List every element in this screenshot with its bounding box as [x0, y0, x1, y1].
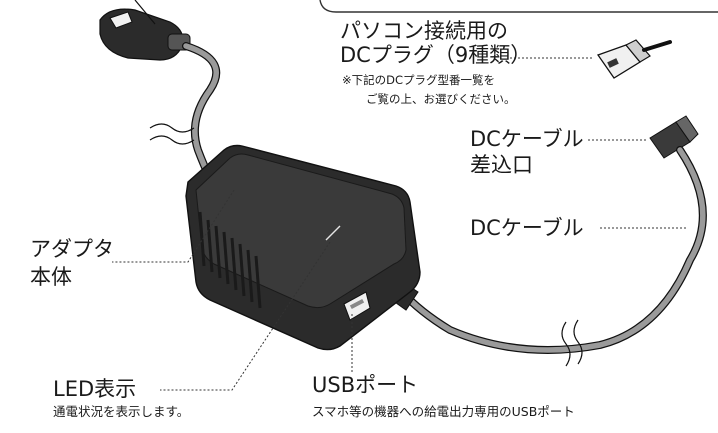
plug-note-line2: ご覧の上、お選びください。 — [366, 92, 516, 106]
led-indicator — [325, 225, 341, 241]
adapter-body — [185, 144, 421, 351]
dc-cable-label: DCケーブル — [470, 216, 584, 240]
cable-break-upper — [149, 123, 195, 145]
led-title: LED表示 — [53, 377, 137, 401]
led-description: 通電状況を表示します。 — [53, 404, 190, 419]
plug-note-line1: ※下記のDCプラグ型番一覧を — [342, 73, 496, 87]
adapter-line1: アダプタ — [30, 237, 114, 261]
adapter-line2: 本体 — [30, 265, 72, 289]
dc-inlet-line2: 差込口 — [470, 153, 533, 177]
usb-description: スマホ等の機器への給電出力専用のUSBポート — [312, 404, 575, 419]
usb-title: USBポート — [312, 373, 419, 397]
car-plug — [99, 0, 191, 61]
plug-name-line1: パソコン接続用の — [340, 19, 508, 43]
cable-break-lower — [561, 319, 583, 367]
header-box-edge — [319, 0, 718, 13]
dc-inlet-line1: DCケーブル — [470, 127, 584, 151]
dc-inlet — [649, 115, 699, 159]
dc-cable — [396, 146, 707, 354]
dc-plug-icon — [0, 0, 672, 308]
plug-name-line2: DCプラグ（9種類） — [340, 43, 532, 67]
